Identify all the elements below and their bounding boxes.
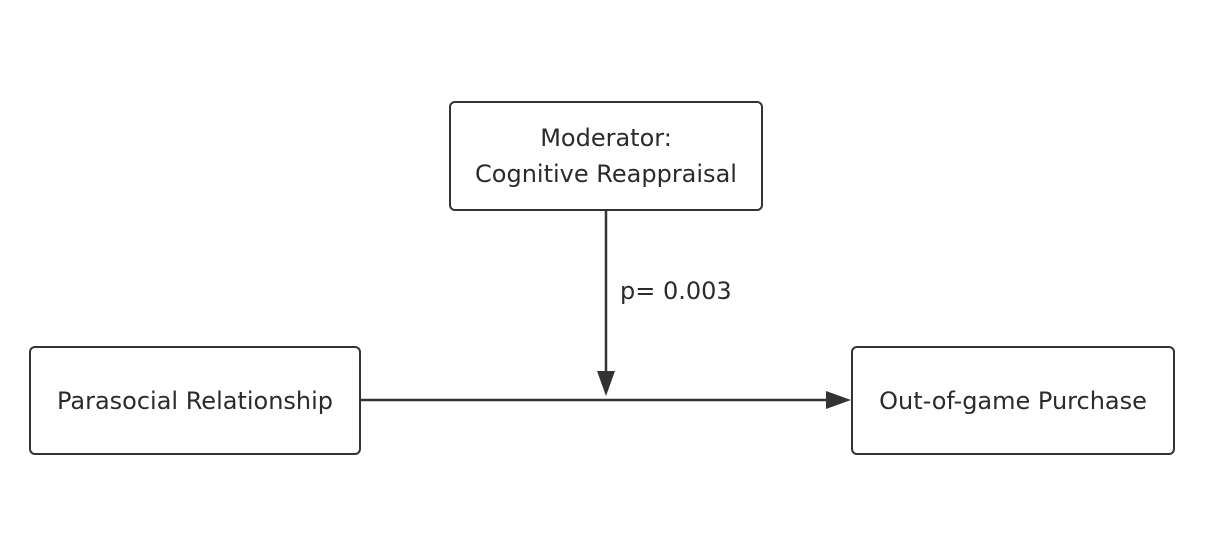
moderator-node-title: Moderator: <box>540 124 672 152</box>
parasocial-relationship-node: Parasocial Relationship <box>29 346 361 455</box>
out-of-game-purchase-node: Out-of-game Purchase <box>851 346 1175 455</box>
main-arrow-head <box>826 391 851 409</box>
moderator-node: Moderator: Cognitive Reappraisal <box>449 101 763 211</box>
moderator-arrow-head <box>597 371 615 396</box>
parasocial-relationship-label: Parasocial Relationship <box>56 386 334 415</box>
moderation-p-value-label: p= 0.003 <box>620 277 732 305</box>
moderator-node-label: Cognitive Reappraisal <box>475 160 737 188</box>
out-of-game-purchase-label: Out-of-game Purchase <box>879 386 1147 415</box>
